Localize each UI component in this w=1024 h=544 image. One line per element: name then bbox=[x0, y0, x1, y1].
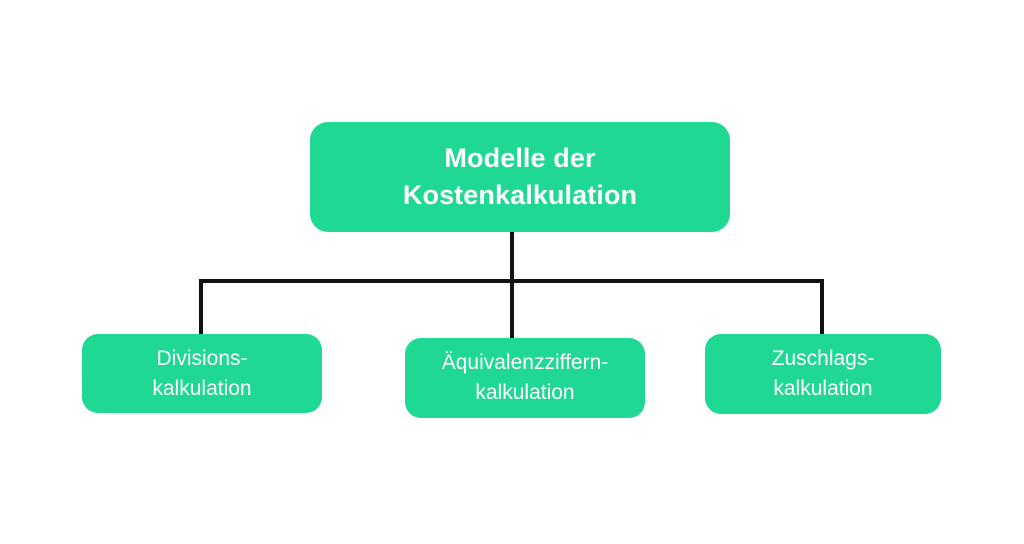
node-divisionskalkulation-label: Divisions- kalkulation bbox=[152, 346, 252, 400]
node-aequivalenzziffernkalkulation[interactable]: Äquivalenzziffern- kalkulation bbox=[405, 338, 645, 418]
node-zuschlagskalkulation[interactable]: Zuschlags- kalkulation bbox=[705, 334, 941, 414]
node-divisionskalkulation[interactable]: Divisions- kalkulation bbox=[82, 334, 322, 413]
node-root[interactable]: Modelle der Kostenkalkulation bbox=[310, 122, 730, 232]
node-aequivalenzziffernkalkulation-label: Äquivalenzziffern- kalkulation bbox=[441, 351, 609, 404]
node-root-label: Modelle der Kostenkalkulation bbox=[402, 143, 638, 210]
node-zuschlagskalkulation-label: Zuschlags- kalkulation bbox=[771, 347, 875, 400]
